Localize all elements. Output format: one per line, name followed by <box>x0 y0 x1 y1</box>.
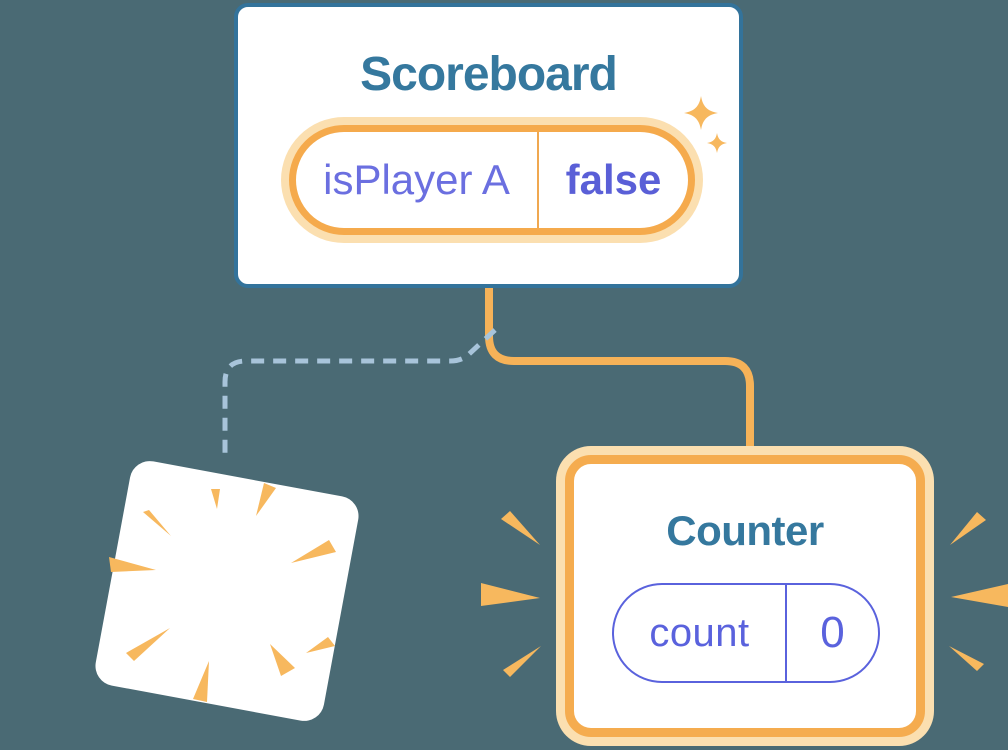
emphasis-burst-left-icon <box>481 511 541 677</box>
state-value-label: 0 <box>820 608 845 657</box>
counter-title: Counter <box>666 507 824 554</box>
state-value-label: false <box>565 156 662 203</box>
destroyed-card <box>92 457 362 725</box>
scoreboard-card: Scoreboard isPlayer A false <box>234 3 743 288</box>
connector-dashed-line <box>222 328 497 458</box>
counter-state-pill: count 0 <box>612 583 880 683</box>
counter-card: Counter count 0 <box>565 455 925 737</box>
connector-solid-line <box>485 285 754 460</box>
state-key-label: count <box>614 585 787 681</box>
scoreboard-title: Scoreboard <box>360 48 618 101</box>
state-key-label: isPlayer A <box>296 132 539 228</box>
scoreboard-state-pill: isPlayer A false <box>289 125 695 235</box>
emphasis-burst-right-icon <box>949 512 1008 671</box>
